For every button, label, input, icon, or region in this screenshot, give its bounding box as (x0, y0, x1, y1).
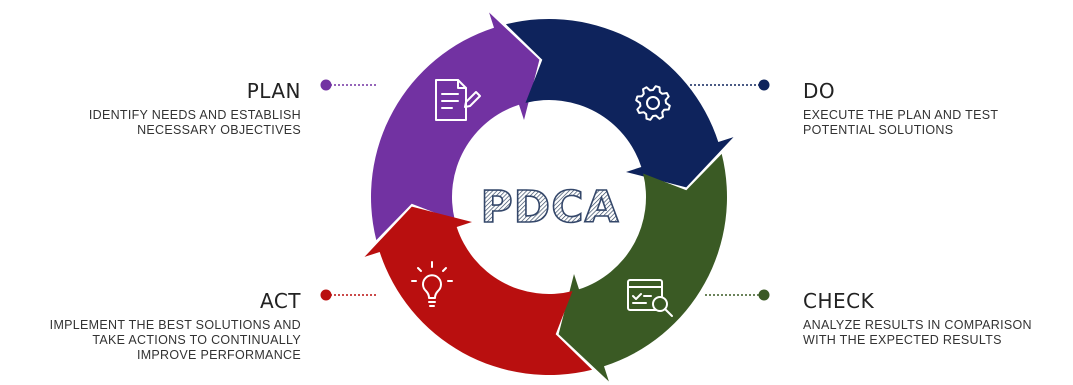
plan-title: PLAN (246, 79, 301, 103)
check-label-block: CHECK ANALYZE RESULTS IN COMPARISON WITH… (803, 290, 1032, 348)
act-description-line: IMPLEMENT THE BEST SOLUTIONS AND (49, 318, 301, 332)
lightbulb-icon (411, 261, 453, 307)
do-label-block: DO EXECUTE THE PLAN AND TEST POTENTIAL S… (803, 80, 998, 138)
check-description: ANALYZE RESULTS IN COMPARISON WITH THE E… (803, 318, 1032, 348)
plan-description: IDENTIFY NEEDS AND ESTABLISH NECESSARY O… (89, 108, 301, 138)
do-title: DO (803, 79, 836, 103)
do-arrow-segment (505, 19, 734, 188)
plan-description-line: IDENTIFY NEEDS AND ESTABLISH (88, 108, 301, 122)
act-description: IMPLEMENT THE BEST SOLUTIONS AND TAKE AC… (50, 318, 301, 363)
check-connector (705, 289, 770, 301)
check-title: CHECK (803, 289, 875, 313)
check-description-line: ANALYZE RESULTS IN COMPARISON (803, 318, 1032, 332)
check-description-line: WITH THE EXPECTED RESULTS (803, 333, 1002, 347)
browser-search-icon (627, 279, 673, 317)
center-label: PDCA (480, 182, 619, 233)
act-description-line: TAKE ACTIONS TO CONTINUALLY (92, 333, 301, 347)
plan-connector (320, 79, 378, 91)
plan-description-line: NECESSARY OBJECTIVES (137, 123, 301, 137)
act-connector (320, 289, 378, 301)
check-arrow-segment (558, 153, 727, 382)
do-description: EXECUTE THE PLAN AND TEST POTENTIAL SOLU… (803, 108, 998, 138)
act-title: ACT (259, 289, 301, 313)
document-edit-icon (435, 79, 481, 121)
plan-arrow-segment (371, 12, 540, 241)
do-connector (690, 79, 770, 91)
do-description-line: EXECUTE THE PLAN AND TEST (803, 108, 999, 122)
plan-label-block: PLAN IDENTIFY NEEDS AND ESTABLISH NECESS… (89, 80, 301, 138)
act-label-block: ACT IMPLEMENT THE BEST SOLUTIONS AND TAK… (50, 290, 301, 363)
act-arrow-segment (364, 206, 593, 375)
act-description-line: IMPROVE PERFORMANCE (136, 348, 301, 362)
do-description-line: POTENTIAL SOLUTIONS (803, 123, 954, 137)
gear-icon (635, 85, 671, 121)
